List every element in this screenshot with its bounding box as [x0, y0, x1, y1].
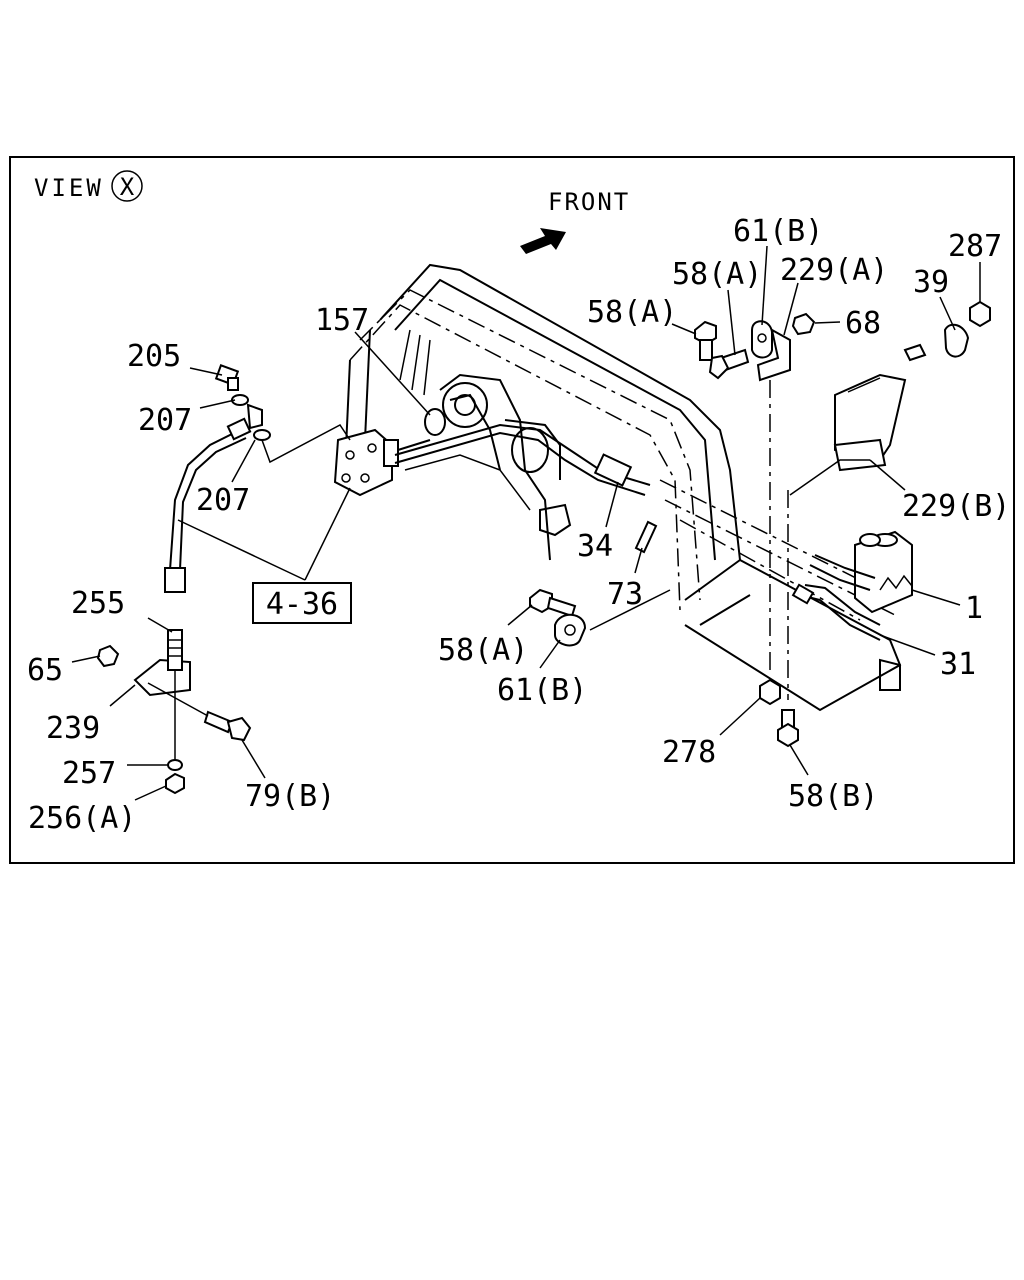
view-label: VIEW — [34, 174, 104, 202]
label-73: 73 — [607, 577, 643, 612]
nut-65 — [96, 644, 120, 668]
ref-box — [252, 582, 352, 624]
bolt-58b — [777, 709, 799, 748]
top-bolt-58a-1 — [694, 320, 717, 361]
label-61b-mid: 61(B) — [497, 673, 587, 708]
view-circle — [111, 170, 143, 202]
bracket-239 — [133, 629, 191, 760]
bolt-39 — [903, 323, 970, 362]
clip-61b-mid — [554, 613, 587, 647]
label-239: 239 — [46, 711, 100, 746]
label-229b: 229(B) — [902, 489, 1010, 524]
tube-73 — [634, 520, 658, 554]
label-278: 278 — [662, 735, 716, 770]
front-label: FRONT — [548, 188, 630, 216]
label-1: 1 — [965, 591, 983, 626]
hose-34 — [394, 423, 651, 496]
label-61b-top: 61(B) — [733, 214, 823, 249]
label-31: 31 — [940, 647, 976, 682]
nut-68 — [791, 312, 816, 336]
bolt-58a-mid — [529, 588, 577, 618]
label-58a-top2: 58(A) — [672, 257, 762, 292]
label-65: 65 — [27, 653, 63, 688]
nut-256a — [165, 772, 185, 795]
ref-box-label: 4-36 — [266, 587, 338, 622]
top-bolt-58a-2 — [708, 348, 750, 380]
view-title: VIEW X — [34, 170, 143, 202]
label-58a-mid: 58(A) — [438, 633, 528, 668]
front-arrow-icon — [520, 228, 566, 254]
pump-housing — [404, 373, 572, 561]
label-58b: 58(B) — [788, 779, 878, 814]
bolt-79b — [203, 710, 252, 742]
label-68: 68 — [845, 306, 881, 341]
clip-61b-top — [751, 320, 773, 359]
label-58a-top1: 58(A) — [587, 295, 677, 330]
front-indicator: FRONT — [520, 188, 630, 254]
oring-157 — [424, 408, 446, 436]
washer-207-bottom — [253, 429, 271, 441]
label-79b: 79(B) — [245, 779, 335, 814]
label-256a: 256(A) — [28, 801, 136, 836]
label-255: 255 — [71, 586, 125, 621]
label-205: 205 — [127, 339, 181, 374]
bracket-229a — [756, 328, 791, 382]
label-229a: 229(A) — [780, 253, 888, 288]
bracket-229b — [833, 373, 907, 472]
washer-257 — [167, 759, 183, 771]
leader-lines — [71, 245, 981, 801]
left-hose — [164, 403, 263, 593]
label-34: 34 — [577, 529, 613, 564]
label-207-bottom: 207 — [196, 483, 250, 518]
reservoir-1 — [854, 530, 913, 614]
diagram-frame — [9, 156, 1015, 864]
label-257: 257 — [62, 756, 116, 791]
nut-278 — [759, 678, 781, 706]
label-207-top: 207 — [138, 403, 192, 438]
nut-287 — [969, 300, 991, 328]
view-circled-letter: X — [120, 173, 135, 201]
bolt-205 — [214, 364, 240, 391]
oil-pump — [333, 428, 431, 497]
pipe-31 — [791, 554, 881, 641]
label-157: 157 — [315, 303, 369, 338]
part-labels: 157 205 207 207 255 65 239 257 256(A) 79… — [27, 214, 1010, 836]
engine-outline — [344, 263, 741, 611]
label-287: 287 — [948, 229, 1002, 264]
label-39: 39 — [913, 265, 949, 300]
